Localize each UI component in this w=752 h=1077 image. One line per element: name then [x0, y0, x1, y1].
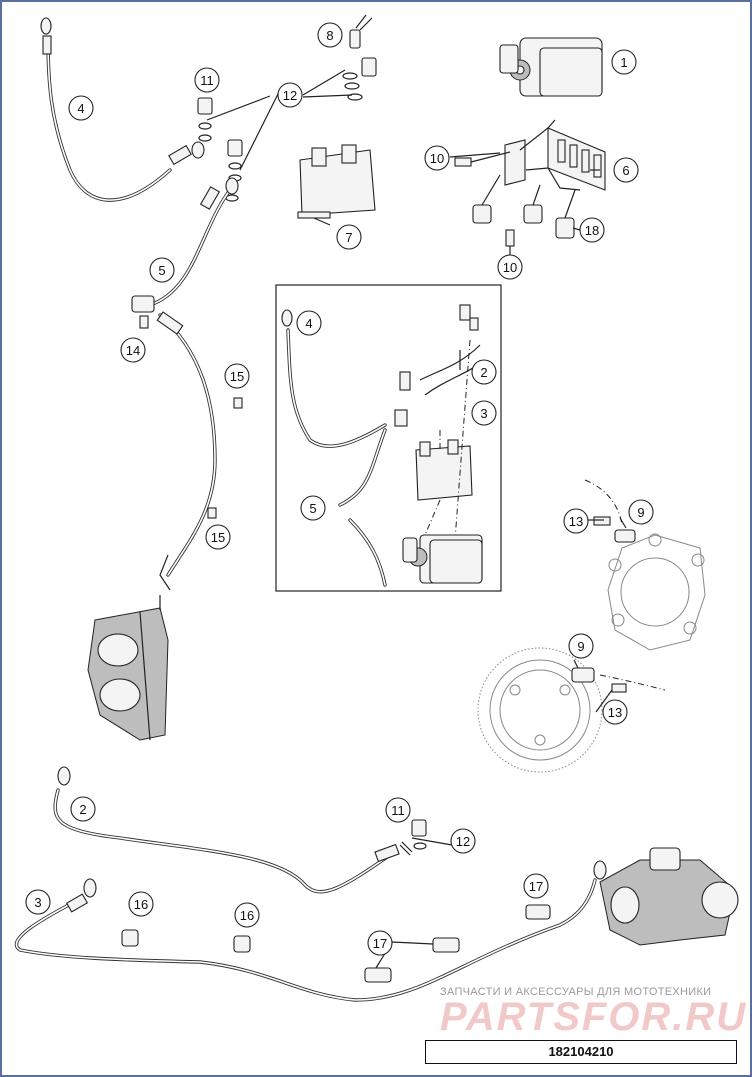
- abs-unit: [499, 37, 603, 97]
- svg-text:2: 2: [79, 802, 86, 817]
- brake-line-3: [14, 860, 607, 1002]
- callout-markers: 1 8 11 12 4 10 6 18 7 10 5 14 15 15 4 2 …: [25, 22, 654, 956]
- diagram-id: 182104210: [425, 1040, 737, 1064]
- svg-text:13: 13: [569, 514, 583, 529]
- svg-text:9: 9: [637, 505, 644, 520]
- callout-12-top: 12: [277, 82, 303, 108]
- svg-text:7: 7: [345, 230, 352, 245]
- callout-6: 6: [613, 157, 639, 183]
- svg-text:2: 2: [480, 365, 487, 380]
- svg-text:1: 1: [620, 55, 627, 70]
- svg-text:11: 11: [391, 803, 405, 818]
- svg-text:17: 17: [529, 879, 543, 894]
- callout-13-b: 13: [602, 699, 628, 725]
- svg-text:12: 12: [283, 88, 297, 103]
- callout-17-a: 17: [523, 873, 549, 899]
- callout-5-top: 5: [149, 257, 175, 283]
- callout-11-top: 11: [194, 67, 220, 93]
- callout-15-a: 15: [224, 363, 250, 389]
- callout-18: 18: [579, 217, 605, 243]
- front-brake-hose: [156, 311, 243, 591]
- callout-3-bottom: 3: [25, 889, 51, 915]
- rear-abs-ring: [477, 647, 666, 773]
- brake-line-4: [40, 17, 205, 202]
- callout-5-inset: 5: [300, 495, 326, 521]
- svg-text:6: 6: [622, 163, 629, 178]
- brake-line-5: [131, 177, 239, 329]
- callout-1: 1: [611, 49, 637, 75]
- clips: [121, 904, 551, 983]
- callout-7: 7: [336, 224, 362, 250]
- svg-text:9: 9: [577, 639, 584, 654]
- callout-14: 14: [120, 337, 146, 363]
- svg-text:12: 12: [456, 834, 470, 849]
- callout-10-a: 10: [424, 145, 450, 171]
- callout-2-bottom: 2: [70, 796, 96, 822]
- svg-text:16: 16: [134, 897, 148, 912]
- callout-16-a: 16: [128, 891, 154, 917]
- callout-4-top: 4: [68, 95, 94, 121]
- watermark-tagline: ЗАПЧАСТИ И АКСЕССУАРЫ ДЛЯ МОТОТЕХНИКИ: [440, 986, 711, 998]
- svg-text:3: 3: [480, 406, 487, 421]
- callout-13-a: 13: [563, 508, 589, 534]
- callout-12-bottom: 12: [450, 828, 476, 854]
- watermark-logo: PARTSFOR.RU: [440, 995, 747, 1039]
- svg-text:10: 10: [503, 260, 517, 275]
- svg-text:5: 5: [309, 501, 316, 516]
- callout-17-b: 17: [367, 930, 393, 956]
- abs-bracket: [454, 119, 606, 247]
- svg-text:4: 4: [305, 316, 312, 331]
- banjo-fitting: [342, 14, 377, 101]
- front-caliper: [87, 595, 169, 741]
- svg-text:10: 10: [430, 151, 444, 166]
- svg-text:16: 16: [240, 908, 254, 923]
- callout-15-b: 15: [205, 524, 231, 550]
- svg-text:14: 14: [126, 343, 140, 358]
- inset-detail: [275, 284, 502, 592]
- rear-caliper: [599, 847, 739, 946]
- callout-8: 8: [317, 22, 343, 48]
- callout-9-b: 9: [568, 633, 594, 659]
- svg-text:17: 17: [373, 936, 387, 951]
- banjo-bolt-top: [197, 97, 243, 202]
- brake-line-2: [53, 766, 413, 894]
- svg-text:15: 15: [211, 530, 225, 545]
- callout-11-bottom: 11: [385, 797, 411, 823]
- svg-text:18: 18: [585, 223, 599, 238]
- callout-9-a: 9: [628, 499, 654, 525]
- leader-lines: [206, 69, 627, 969]
- callout-10-b: 10: [497, 254, 523, 280]
- callout-2-inset: 2: [471, 359, 497, 385]
- callout-16-b: 16: [234, 902, 260, 928]
- svg-text:8: 8: [326, 28, 333, 43]
- svg-text:4: 4: [77, 101, 84, 116]
- abs-cover: [297, 144, 376, 226]
- svg-text:5: 5: [158, 263, 165, 278]
- svg-text:3: 3: [34, 895, 41, 910]
- front-abs-ring: [584, 479, 706, 651]
- svg-text:13: 13: [608, 705, 622, 720]
- banjo-bolt-rear: [411, 819, 427, 850]
- svg-text:11: 11: [200, 73, 214, 88]
- callout-3-inset: 3: [471, 400, 497, 426]
- svg-text:15: 15: [230, 369, 244, 384]
- callout-4-inset: 4: [296, 310, 322, 336]
